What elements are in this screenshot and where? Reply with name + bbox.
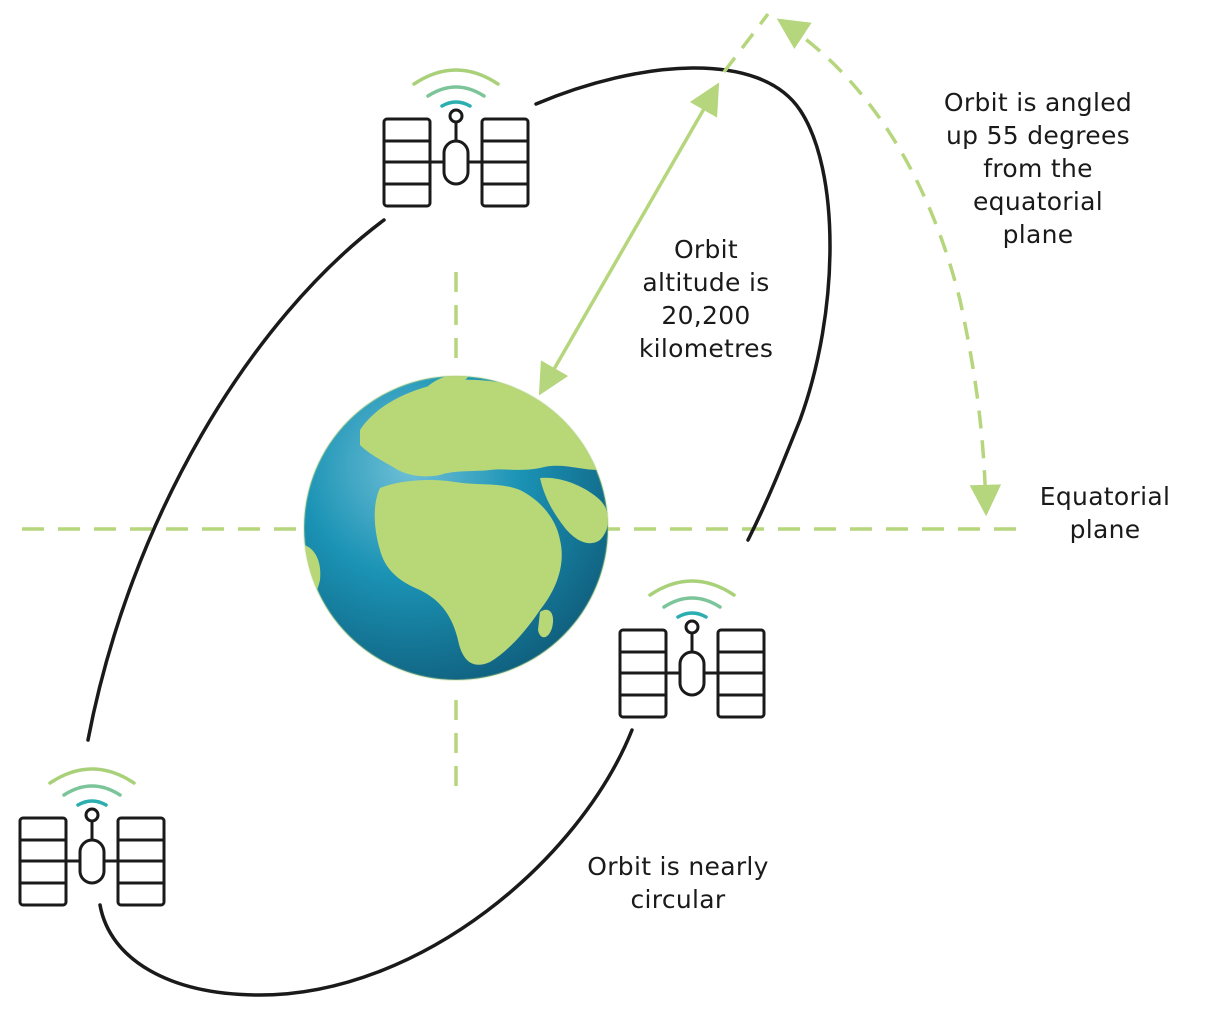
altitude-arrow: [538, 82, 720, 396]
orbit-path-bottom: [98, 728, 634, 997]
inclined-plane-line: [722, 12, 770, 74]
satellite-icon-top: [382, 68, 530, 208]
equatorial-plane-label: Equatorial plane: [1039, 482, 1171, 544]
orbit-path-left: [86, 218, 386, 742]
circular-orbit-label: Orbit is nearly circular: [587, 852, 769, 914]
earth-globe-icon: [303, 375, 609, 681]
satellite-icon-bottom-left: [18, 767, 166, 907]
inclination-label: Orbit is angled up 55 degrees from the e…: [943, 88, 1133, 249]
satellite-icon-right: [618, 579, 766, 719]
altitude-label: Orbit altitude is 20,200 kilometres: [638, 235, 774, 363]
